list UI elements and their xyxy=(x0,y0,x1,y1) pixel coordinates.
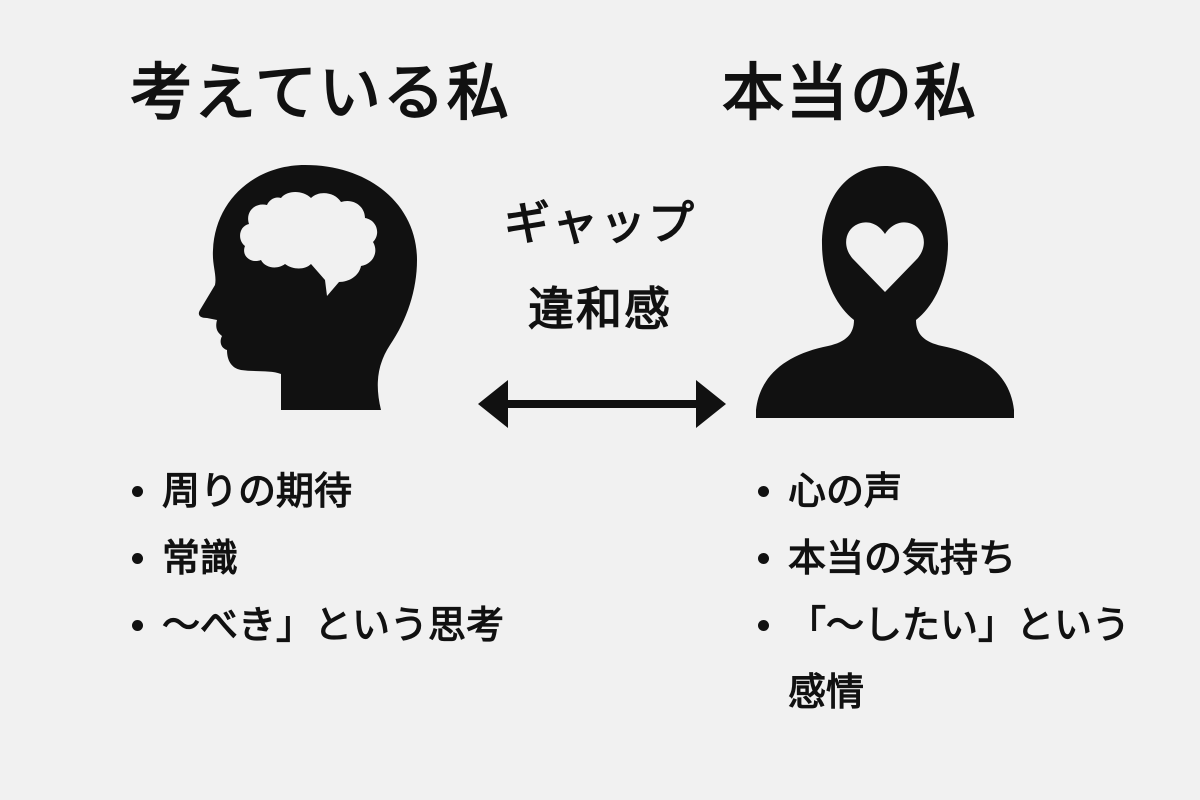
list-item: 心の声 xyxy=(752,458,1172,525)
right-bullet-list: 心の声 本当の気持ち 「〜したい」という感情 xyxy=(752,458,1172,726)
list-item: 〜べき」という思考 xyxy=(126,592,626,659)
list-item: 周りの期待 xyxy=(126,458,626,525)
heart-icon xyxy=(846,222,924,292)
left-bullet-list: 周りの期待 常識 〜べき」という思考 xyxy=(126,458,626,659)
brain-icon xyxy=(240,192,378,296)
double-headed-arrow-icon xyxy=(478,380,726,428)
person-with-heart-icon xyxy=(756,166,1014,418)
list-item: 本当の気持ち xyxy=(752,525,1172,592)
discomfort-label: 違和感 xyxy=(528,282,672,336)
gap-label: ギャップ xyxy=(504,196,696,250)
right-title: 本当の私 xyxy=(722,56,979,129)
list-item: 「〜したい」という感情 xyxy=(752,592,1148,726)
head-with-brain-icon xyxy=(198,165,417,410)
list-item: 常識 xyxy=(126,525,626,592)
left-title: 考えている私 xyxy=(130,56,511,129)
